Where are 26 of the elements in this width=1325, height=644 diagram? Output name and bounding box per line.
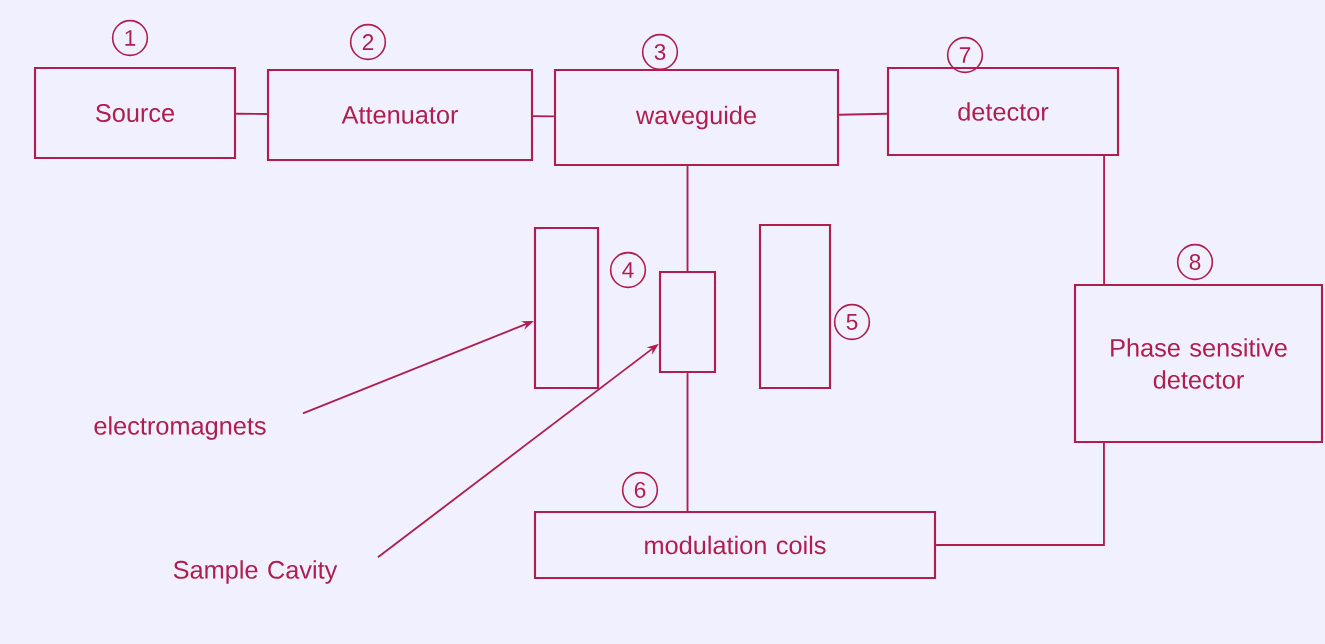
sample-cavity-box <box>658 270 717 374</box>
block-box: modulation coils <box>533 510 937 580</box>
connector-line <box>686 372 689 512</box>
callout-number: 3 <box>641 33 679 71</box>
connector-line <box>1103 155 1105 285</box>
magnet-box <box>758 223 832 390</box>
callout-number: 6 <box>621 471 659 509</box>
connector-line <box>532 115 555 118</box>
callout-number: 5 <box>833 303 871 341</box>
callout-number: 1 <box>111 19 149 57</box>
callout-number: 7 <box>946 36 984 74</box>
connector-line <box>686 165 689 272</box>
block-box: detector <box>886 66 1120 157</box>
block-box: Source <box>33 66 237 160</box>
connector-line <box>838 112 888 116</box>
block-box: Phase sensitive detector <box>1073 283 1324 444</box>
callout-number: 2 <box>349 23 387 61</box>
magnet-box <box>533 226 600 390</box>
connector-line <box>935 442 1105 546</box>
block-box: waveguide <box>553 68 840 167</box>
block-box: Attenuator <box>266 68 534 162</box>
callout-number: 8 <box>1176 243 1214 281</box>
label-text: Sample Cavity <box>173 560 338 584</box>
label-text: electromagnets <box>94 416 266 440</box>
connector-line <box>235 112 268 115</box>
callout-number: 4 <box>609 251 647 289</box>
